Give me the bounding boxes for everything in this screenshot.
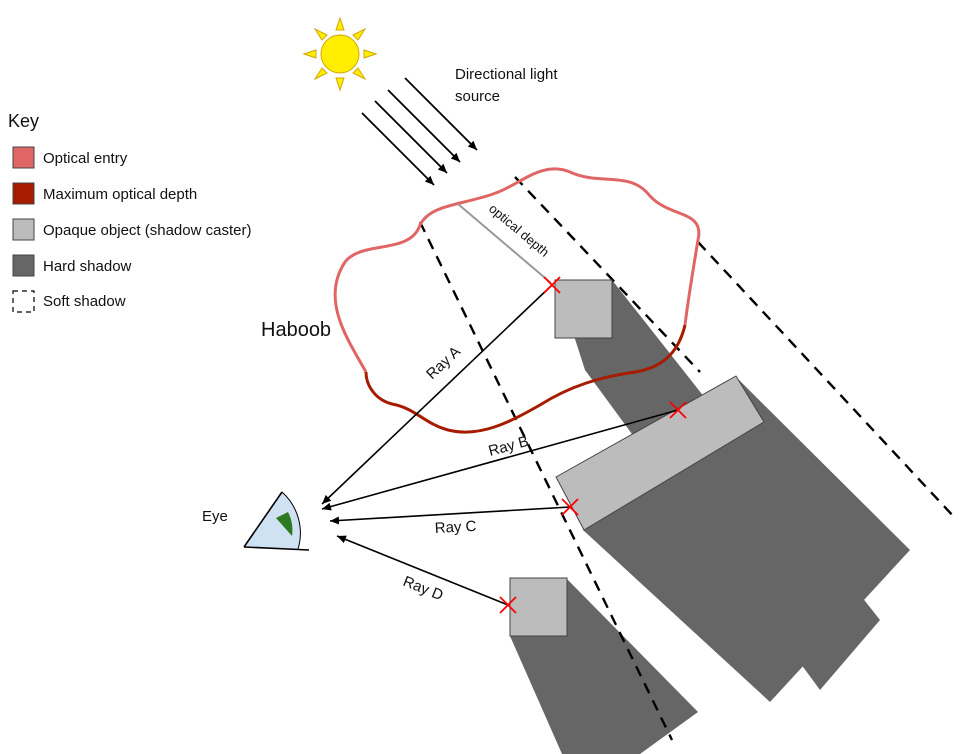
- eye-edge-top: [243, 491, 283, 548]
- optical-entry-boundary: [333, 167, 701, 373]
- light-ray-arrow: [387, 89, 461, 163]
- legend-label-hard-shadow: Hard shadow: [43, 258, 132, 275]
- eye-lens-arc: [281, 491, 301, 550]
- optical-depth-line: [457, 203, 552, 284]
- legend-label-opaque: Opaque object (shadow caster): [43, 222, 251, 239]
- legend-label-max-depth: Maximum optical depth: [43, 186, 197, 203]
- soft-shadow-lines: [418, 176, 956, 741]
- legend-label-optical-entry: Optical entry: [43, 150, 128, 167]
- optical-depth-label: optical depth: [486, 201, 552, 260]
- hit-marker-c: [561, 498, 579, 516]
- light-source-label-line1: Directional light: [455, 66, 558, 83]
- ray-a-label: Ray A: [423, 343, 464, 383]
- legend-swatch-soft-shadow: [12, 290, 35, 313]
- ray-b-line: [321, 409, 679, 511]
- legend-swatch-optical-entry: [12, 146, 35, 169]
- ray-b-label: Ray B: [487, 433, 531, 460]
- hard-shadows: [510, 280, 910, 754]
- ray-c-label: Ray C: [434, 518, 477, 537]
- light-ray-arrow: [361, 112, 435, 186]
- max-optical-depth-boundary: [364, 324, 687, 434]
- ray-a-line: [321, 284, 553, 505]
- soft-shadow-line: [697, 241, 956, 519]
- ray-c-line: [329, 506, 571, 525]
- hit-marker-b: [669, 401, 687, 419]
- ray-d-line: [336, 535, 509, 606]
- legend-swatch-opaque: [12, 218, 35, 241]
- eye-label: Eye: [202, 508, 228, 525]
- legend-swatch-hard-shadow: [12, 254, 35, 277]
- light-rays: [361, 77, 478, 186]
- haboob-label: Haboob: [261, 319, 331, 341]
- light-source-label-line2: source: [455, 88, 500, 105]
- eye-icon: [243, 491, 310, 551]
- light-ray-arrow: [374, 100, 448, 174]
- soft-shadow-line: [418, 221, 674, 741]
- sun-icon: [302, 16, 378, 92]
- hit-marker-d: [499, 596, 517, 614]
- hit-marker-a: [543, 276, 561, 294]
- light-ray-arrow: [404, 77, 478, 151]
- opaque-box-bottom: [509, 577, 568, 637]
- eye-edge-bottom: [243, 546, 310, 551]
- legend-title: Key: [8, 111, 39, 131]
- haboob-cloud: [333, 167, 701, 434]
- eye-iris: [276, 512, 293, 536]
- eye-cone: [244, 492, 301, 549]
- hit-markers: [499, 276, 687, 614]
- legend-swatch-max-depth: [12, 182, 35, 205]
- legend: Key Optical entry Maximum optical depth …: [8, 111, 251, 313]
- opaque-box-top: [554, 279, 613, 339]
- rays: [321, 284, 679, 606]
- legend-label-soft-shadow: Soft shadow: [43, 293, 126, 310]
- soft-shadow-line: [514, 176, 701, 373]
